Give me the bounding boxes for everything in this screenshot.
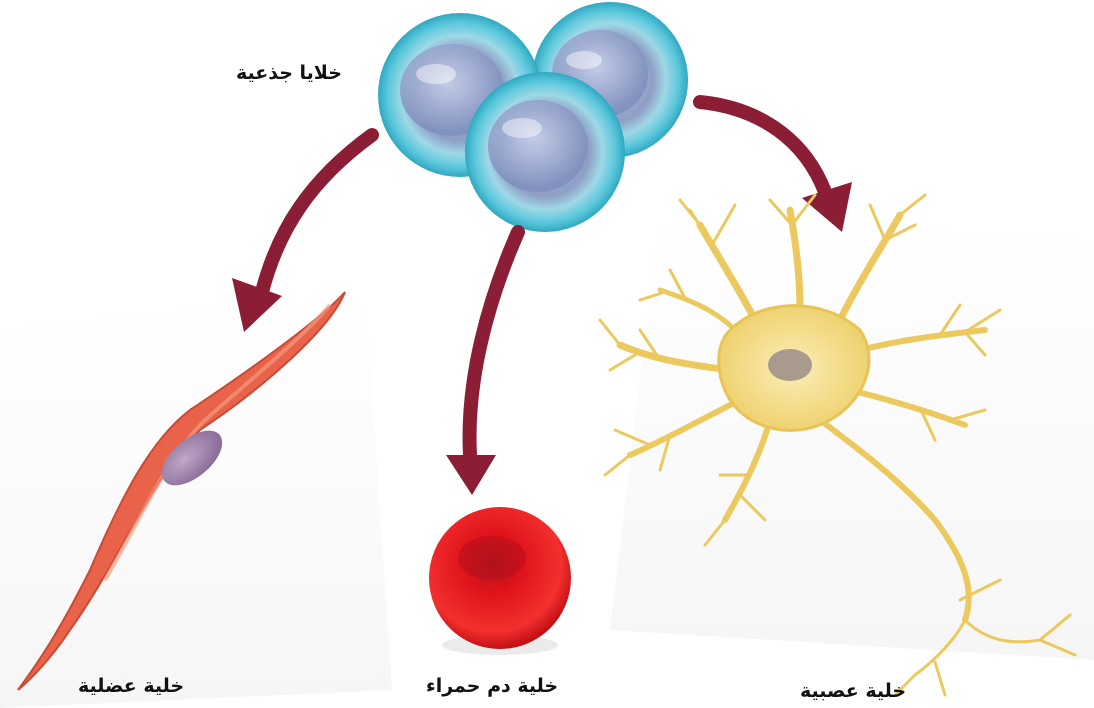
nerve-cell-label: خلية عصبية [800, 680, 906, 702]
nerve-nucleus [768, 349, 812, 381]
stem-cells-label: خلايا جذعية [236, 62, 342, 84]
red-blood-cell-label: خلية دم حمراء [426, 675, 558, 697]
arrow-to-muscle [262, 135, 372, 292]
arrow-to-red-blood-cell [470, 232, 518, 455]
stem-cells-cluster [378, 2, 688, 232]
neuron-panel-bg [610, 210, 1094, 660]
arrow-head-red-blood-cell [446, 455, 496, 495]
arrow-to-nerve [700, 102, 825, 192]
muscle-cell-label: خلية عضلية [78, 675, 184, 697]
red-blood-cell [429, 507, 571, 655]
